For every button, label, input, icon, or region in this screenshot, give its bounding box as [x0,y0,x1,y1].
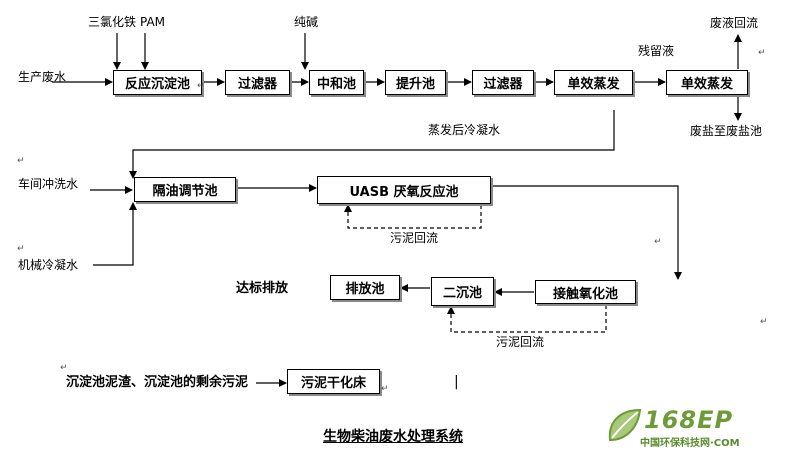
label-residual-liquid: 残留液 [638,44,675,58]
leaf-icon [608,408,642,442]
box-discharge-tank: 排放池 [330,275,400,300]
paragraph-mark: ↵ [17,244,25,254]
label-sludge-return-2: 污泥回流 [496,335,545,349]
arrow-sludge-return-2 [447,305,607,333]
label-pam: PAM [140,15,166,29]
text-cursor: | [454,374,459,390]
label-sludge-residue: 沉淀池泥渣、沉淀池的剩余污泥 [66,375,249,390]
label-soda-ash: 纯碱 [294,15,319,29]
box-lift-tank: 提升池 [385,70,446,95]
box-contact-oxidation: 接触氧化池 [535,280,636,304]
paragraph-mark: ↵ [197,81,205,91]
paragraph-mark: ↵ [17,156,25,166]
diagram-title: 生物柴油废水处理系统 [323,429,463,445]
box-filter-1: 过滤器 [225,70,290,95]
logo-subtitle: 中国环保科技网·COM [640,438,740,449]
label-workshop-wash: 车间冲洗水 [18,177,79,191]
box-neutralization: 中和池 [309,70,364,95]
box-secondary-clarifier: 二沉池 [431,277,494,306]
logo-text: 168EP [644,406,734,434]
label-production-wastewater: 生产废水 [18,70,67,84]
arrow-sludge-return-1 [344,204,482,229]
label-mech-cooling: 机械冷凝水 [18,258,79,272]
paragraph-mark: ↵ [760,317,768,327]
box-reaction-sedimentation: 反应沉淀池 [113,70,202,95]
box-sludge-drying-bed: 污泥干化床 [287,369,380,394]
site-logo: 168EP 中国环保科技网·COM [600,404,776,450]
box-evaporator-2: 单效蒸发 [666,70,748,95]
paragraph-mark: ↵ [381,384,389,394]
label-compliant-discharge: 达标排放 [236,281,289,296]
box-filter-2: 过滤器 [472,70,534,95]
label-waste-liquid-return: 废液回流 [710,16,759,30]
box-uasb: UASB 厌氧反应池 [317,176,491,204]
label-condensate: 蒸发后冷凝水 [428,123,501,137]
paragraph-mark: ↵ [654,237,662,247]
label-sludge-return-1: 污泥回流 [390,231,439,245]
arrow-uasb-contact [492,185,682,280]
arrow-condensate-return [129,110,615,179]
paragraph-mark: ↵ [758,48,766,58]
arrow-mech-cooling [93,202,137,266]
paragraph-mark: ↵ [60,363,68,373]
box-evaporator-1: 单效蒸发 [554,70,633,95]
label-waste-salt: 废盐至废盐池 [690,124,763,138]
label-fecl3: 三氯化铁 [88,15,137,29]
box-oil-separation: 隔油调节池 [134,177,236,202]
